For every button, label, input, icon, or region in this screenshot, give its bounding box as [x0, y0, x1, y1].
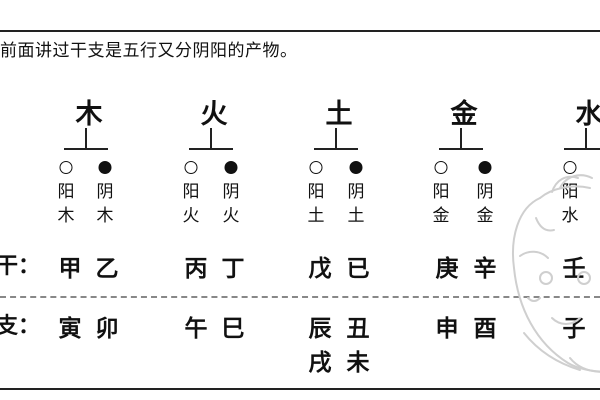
yin-label: 阴土	[347, 182, 365, 226]
stem-glyph: 丁	[221, 256, 245, 282]
element-water: 水	[575, 99, 600, 130]
element-earth: 土	[325, 99, 353, 130]
stem-glyph: 甲	[58, 256, 82, 282]
yang-circle-icon	[309, 161, 323, 174]
yang-label: 阳金	[432, 182, 450, 226]
yin-label: 阴火	[222, 182, 240, 226]
branch-glyph: 卯	[95, 316, 119, 342]
yang-circle-icon	[59, 161, 73, 174]
branch-connector	[189, 128, 233, 150]
bottom-frame-line	[0, 388, 600, 390]
stem-glyph: 辛	[473, 256, 497, 282]
yang-circle-icon	[563, 161, 577, 174]
header-frame	[0, 0, 600, 32]
branch-connector	[64, 128, 108, 150]
yang-label: 阳火	[182, 182, 200, 226]
branch-glyph: 戌	[308, 350, 332, 376]
yin-circle-icon	[349, 161, 363, 174]
branch-glyph: 午	[184, 316, 208, 342]
branch-glyph: 子	[562, 316, 586, 342]
stem-glyph: 壬	[562, 256, 586, 282]
yin-label: 阴木	[96, 182, 114, 226]
yin-circle-icon	[478, 161, 492, 174]
branch-glyph: 申	[435, 316, 459, 342]
branch-glyph: 未	[346, 350, 370, 376]
stem-glyph: 乙	[95, 256, 119, 282]
stems-label: 干：	[0, 254, 41, 279]
branch-connector	[564, 128, 600, 150]
mascot-illustration	[512, 174, 600, 373]
stem-glyph: 已	[346, 256, 370, 282]
stem-glyph: 丙	[184, 256, 208, 282]
yin-label: 阴金	[476, 182, 494, 226]
yang-circle-icon	[434, 161, 448, 174]
element-wood: 木	[75, 99, 103, 130]
branch-glyph: 丑	[346, 316, 370, 342]
stem-glyph: 戊	[308, 256, 332, 282]
intro-text: 前面讲过干支是五行又分阴阳的产物。	[0, 41, 298, 61]
yang-label: 阳木	[57, 182, 75, 226]
element-metal: 金	[450, 99, 478, 130]
element-fire: 火	[200, 99, 228, 130]
row-divider	[0, 296, 600, 298]
branches-label: 支：	[0, 314, 41, 339]
yang-label: 阳土	[307, 182, 325, 226]
branch-connector	[314, 128, 358, 150]
branch-connector	[439, 128, 483, 150]
branch-glyph: 辰	[308, 316, 332, 342]
yin-circle-icon	[224, 161, 238, 174]
branch-glyph: 巳	[221, 316, 245, 342]
branch-glyph: 酉	[473, 316, 497, 342]
yang-circle-icon	[184, 161, 198, 174]
yin-circle-icon	[98, 161, 112, 174]
branch-glyph: 寅	[58, 316, 82, 342]
stem-glyph: 庚	[435, 256, 459, 282]
